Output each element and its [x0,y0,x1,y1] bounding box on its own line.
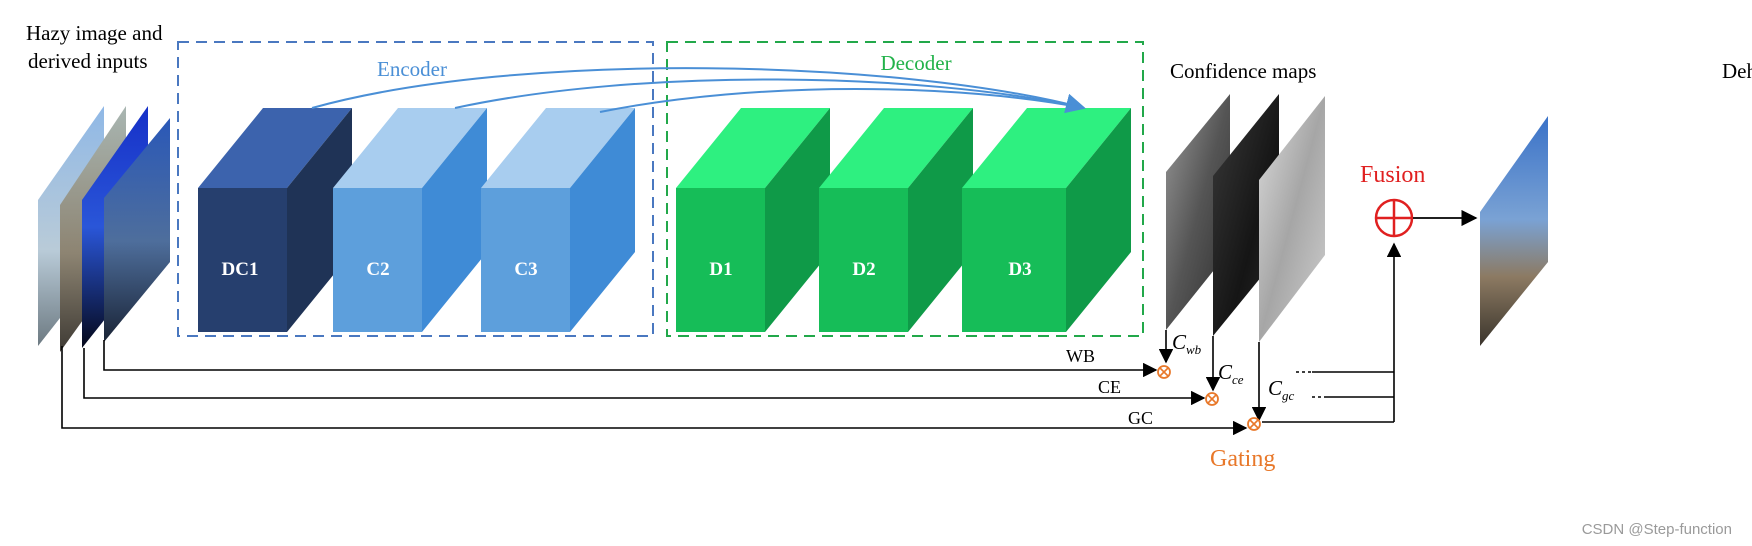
block-label-d2: D2 [852,259,875,280]
gating-multiplier-wb [1158,366,1170,378]
confidence-label-ce: Cce [1218,360,1244,387]
input-label-line1: Hazy image and [26,21,163,45]
skip-connection-c2 [455,79,1084,108]
block-label-d3: D3 [1008,259,1031,280]
fusion-plus-icon [1376,200,1412,236]
block-label-c3: C3 [514,259,537,280]
input-label-line2: derived inputs [28,49,148,73]
input-label-ce: CE [1098,377,1121,397]
fusion-label: Fusion [1360,162,1425,188]
block-label-c2: C2 [366,259,389,280]
input-label-wb: WB [1066,346,1095,366]
encoder-block-dc1: DC1 [198,108,352,332]
encoder-title: Encoder [377,57,447,81]
dehazed-result-title: Dehazed result [1722,59,1752,83]
ce-feed-line [84,348,1204,398]
decoder-block-d3: D3 [962,108,1131,332]
decoder-block-d2: D2 [819,108,973,332]
watermark: CSDN @Step-function [1582,521,1732,538]
confidence-label-gc: Cgc [1268,376,1295,403]
gating-multiplier-gc [1248,418,1260,430]
block-label-dc1: DC1 [222,259,259,280]
decoder-block-d1: D1 [676,108,830,332]
wb-feed-line [104,340,1156,370]
input-image-stack [38,106,170,352]
decoder-title: Decoder [880,51,951,75]
input-label-gc: GC [1128,408,1153,428]
block-label-d1: D1 [709,259,732,280]
dehazed-result-image [1480,116,1548,346]
confidence-label-wb: Cwb [1172,330,1202,357]
encoder-block-c2: C2 [333,108,487,332]
gating-label: Gating [1210,446,1275,472]
confidence-maps-title: Confidence maps [1170,59,1316,83]
gating-multiplier-ce [1206,393,1218,405]
encoder-block-c3: C3 [481,108,635,332]
confidence-map-stack [1166,94,1325,342]
